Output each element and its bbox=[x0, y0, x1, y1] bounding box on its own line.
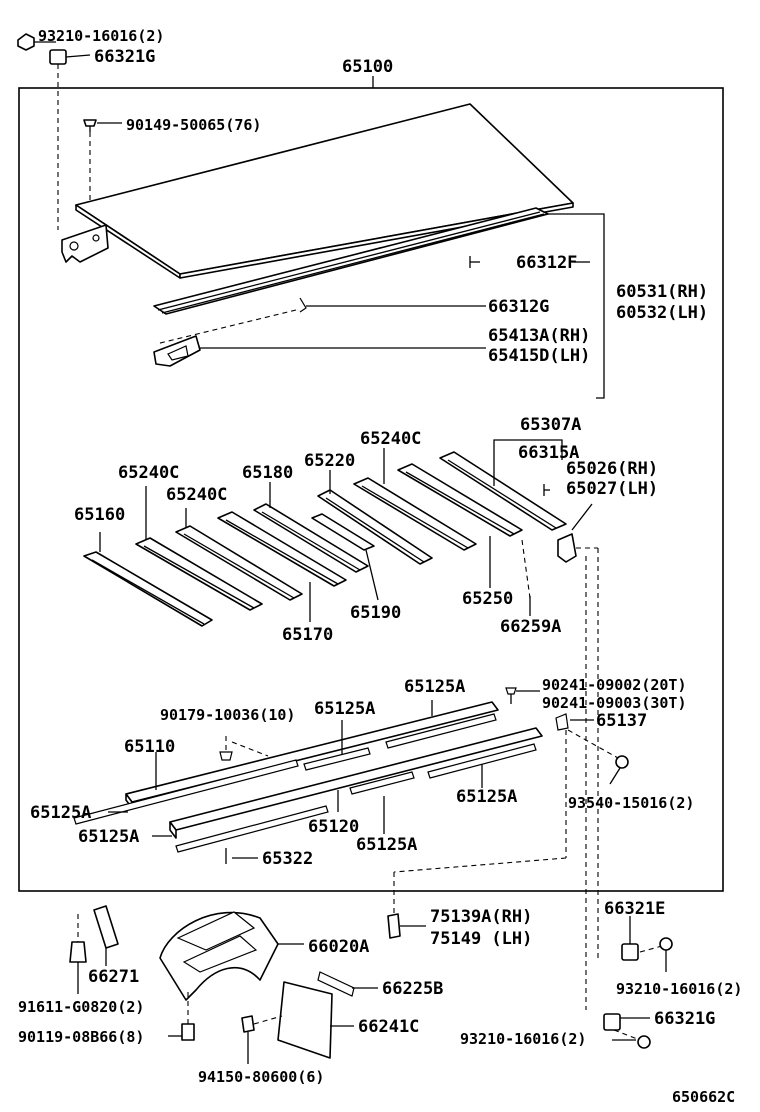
pin-66259A-part bbox=[521, 539, 531, 616]
washer-94150-part bbox=[241, 1015, 283, 1064]
label-66225B: 66225B bbox=[382, 979, 443, 999]
cross-member-65307A-part bbox=[439, 439, 567, 531]
label-65240C-c: 65240C bbox=[166, 485, 227, 505]
label-65250: 65250 bbox=[462, 589, 513, 609]
label-90241-30T: 90241-09003(30T) bbox=[542, 694, 687, 712]
label-65125A-6: 65125A bbox=[356, 835, 417, 855]
label-65125A-2: 65125A bbox=[314, 699, 375, 719]
label-93210-bottom: 93210-16016(2) bbox=[460, 1030, 586, 1048]
screw-90241-part bbox=[505, 687, 540, 704]
label-65100: 65100 bbox=[342, 57, 393, 77]
label-65027: 65027(LH) bbox=[566, 479, 658, 499]
label-65110: 65110 bbox=[124, 737, 175, 757]
cross-member-65240C-mid-part bbox=[175, 508, 303, 601]
pin-66312F-part bbox=[469, 256, 590, 268]
deck-panel-part bbox=[75, 103, 574, 279]
nut-66321G-top-part bbox=[49, 49, 91, 65]
label-65322: 65322 bbox=[262, 849, 313, 869]
mudflap-66241C-part bbox=[277, 981, 354, 1059]
label-66321G-bottom: 66321G bbox=[654, 1009, 715, 1029]
side-rail-60531-part bbox=[153, 207, 549, 315]
label-65413A: 65413A(RH) bbox=[488, 326, 590, 346]
label-65190: 65190 bbox=[350, 603, 401, 623]
bracket-65137-part bbox=[555, 713, 619, 759]
label-66312F: 66312F bbox=[516, 253, 577, 273]
bolt-91611-part bbox=[69, 914, 87, 994]
nut-66321G-bottom-part bbox=[603, 1013, 650, 1031]
bracket-66225B-part bbox=[317, 971, 378, 997]
label-66020A: 66020A bbox=[308, 937, 369, 957]
label-65240C-a: 65240C bbox=[360, 429, 421, 449]
label-90149: 90149-50065(76) bbox=[126, 116, 261, 134]
pin-66312G-part bbox=[299, 297, 486, 313]
figure-id: 650662C bbox=[672, 1088, 735, 1106]
clip-75139A-part bbox=[387, 913, 426, 939]
label-65415D: 65415D(LH) bbox=[488, 346, 590, 366]
stake-pocket-65026-part bbox=[557, 503, 593, 563]
label-65240C-b: 65240C bbox=[118, 463, 179, 483]
label-66241C: 66241C bbox=[358, 1017, 419, 1037]
label-65125A-1: 65125A bbox=[404, 677, 465, 697]
label-91611: 91611-G0820(2) bbox=[18, 998, 144, 1016]
label-65125A-4: 65125A bbox=[456, 787, 517, 807]
label-65120: 65120 bbox=[308, 817, 359, 837]
label-60531: 60531(RH) bbox=[616, 282, 708, 302]
nut-66321E-part bbox=[621, 916, 639, 961]
label-93540: 93540-15016(2) bbox=[568, 794, 694, 812]
label-65307A: 65307A bbox=[520, 415, 581, 435]
cross-member-65170-part bbox=[217, 511, 347, 622]
label-66321E: 66321E bbox=[604, 899, 665, 919]
cross-member-65180-part bbox=[253, 482, 369, 573]
label-90179: 90179-10036(10) bbox=[160, 706, 295, 724]
corner-cap-65413A-part bbox=[153, 335, 486, 367]
label-65137: 65137 bbox=[596, 711, 647, 731]
bolt-90119-part bbox=[168, 992, 195, 1041]
bolt-93210-top-part bbox=[17, 33, 56, 51]
label-65160: 65160 bbox=[74, 505, 125, 525]
assembly-frame bbox=[18, 87, 724, 892]
screw-90149-part bbox=[83, 119, 122, 200]
label-90119: 90119-08B66(8) bbox=[18, 1028, 144, 1046]
label-65220: 65220 bbox=[304, 451, 355, 471]
cross-member-65220-part bbox=[317, 470, 433, 565]
pin-66315A-part bbox=[543, 484, 550, 496]
cross-member-65190-part bbox=[311, 513, 379, 601]
bolt-93540-part bbox=[609, 755, 629, 785]
cross-member-65240C-right-part bbox=[353, 448, 477, 551]
screw-90179-part bbox=[219, 736, 269, 761]
bolt-93210-bottom-part bbox=[612, 1029, 651, 1049]
label-94150: 94150-80600(6) bbox=[198, 1068, 324, 1086]
label-66321G-top: 66321G bbox=[94, 47, 155, 67]
label-66271: 66271 bbox=[88, 967, 139, 987]
label-66315A: 66315A bbox=[518, 443, 579, 463]
label-90241-20T: 90241-09002(20T) bbox=[542, 676, 687, 694]
cross-member-65250-part bbox=[397, 463, 523, 588]
cross-member-65240C-left-part bbox=[135, 486, 263, 611]
bolt-93210-mid-part bbox=[639, 937, 673, 972]
label-75139A: 75139A(RH) bbox=[430, 907, 532, 927]
label-93210-mid: 93210-16016(2) bbox=[616, 980, 742, 998]
screw-65322-part bbox=[225, 848, 258, 864]
strip-65125A-parts bbox=[73, 713, 537, 853]
label-65125A-5: 65125A bbox=[78, 827, 139, 847]
mudguard-66020A-part bbox=[159, 911, 304, 1001]
label-75149: 75149 (LH) bbox=[430, 929, 532, 949]
cross-member-65160-part bbox=[83, 532, 213, 627]
label-65180: 65180 bbox=[242, 463, 293, 483]
label-66312G: 66312G bbox=[488, 297, 549, 317]
label-66259A: 66259A bbox=[500, 617, 561, 637]
label-65125A-3: 65125A bbox=[30, 803, 91, 823]
stringer-65120-part bbox=[169, 727, 543, 839]
label-60532: 60532(LH) bbox=[616, 303, 708, 323]
label-65026: 65026(RH) bbox=[566, 459, 658, 479]
label-93210-top: 93210-16016(2) bbox=[38, 27, 164, 45]
corner-bracket-part bbox=[61, 224, 109, 263]
label-65170: 65170 bbox=[282, 625, 333, 645]
bracket-66271-part bbox=[93, 905, 119, 966]
